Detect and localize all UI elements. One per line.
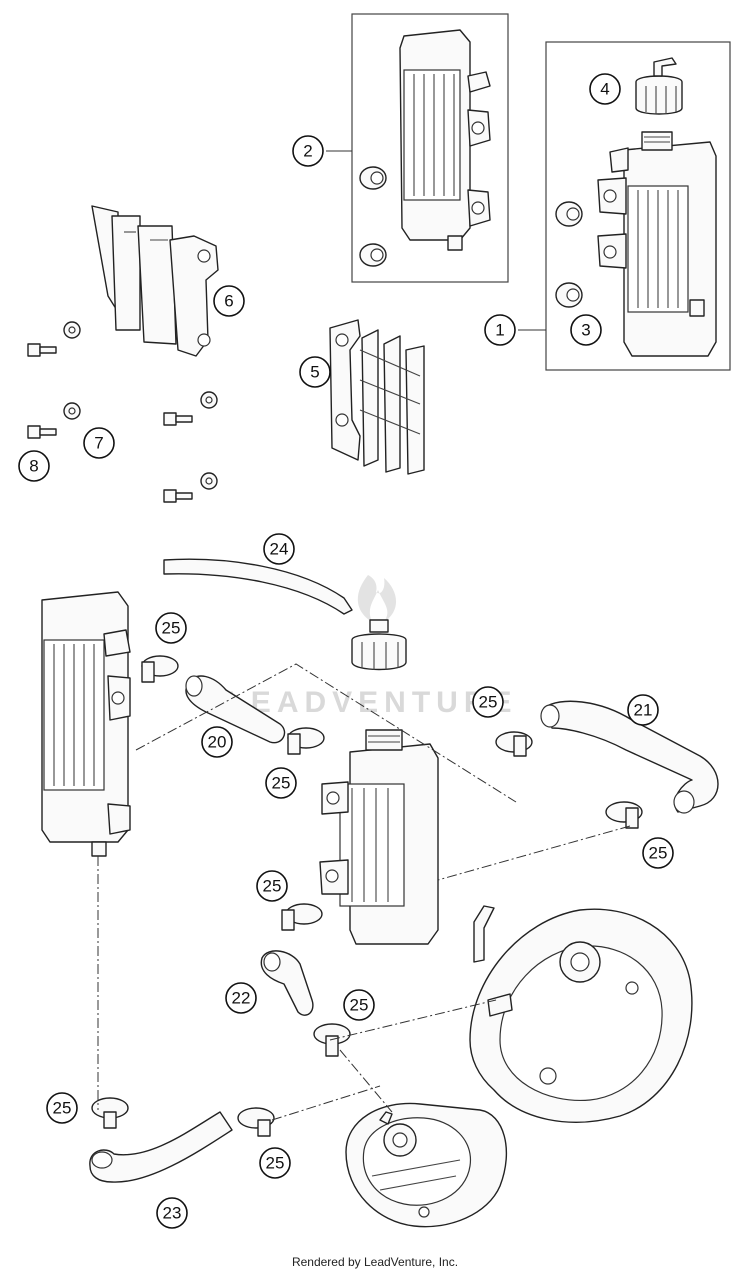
- callout-25-h[interactable]: 25: [259, 1147, 291, 1179]
- svg-text:2: 2: [303, 142, 312, 161]
- svg-text:8: 8: [29, 457, 38, 476]
- watermark: LEADVENTURE: [226, 575, 517, 719]
- louvre-part-5[interactable]: [329, 319, 425, 475]
- callout-25-b[interactable]: 25: [472, 686, 504, 718]
- svg-text:25: 25: [162, 619, 181, 638]
- bolt-1[interactable]: [27, 343, 57, 357]
- svg-text:25: 25: [272, 774, 291, 793]
- callout-24[interactable]: 24: [263, 533, 295, 565]
- svg-text:25: 25: [479, 693, 498, 712]
- clamp-5[interactable]: [281, 903, 323, 931]
- washer-2[interactable]: [63, 402, 81, 420]
- footer-credit: Rendered by LeadVenture, Inc.: [291, 1255, 459, 1269]
- svg-text:3: 3: [581, 321, 590, 340]
- grommet-lower-2[interactable]: [359, 243, 387, 267]
- part-1-box: [545, 41, 731, 371]
- callout-1[interactable]: 1: [484, 314, 516, 346]
- callout-3[interactable]: 3: [570, 314, 602, 346]
- washer-3[interactable]: [200, 391, 218, 409]
- bolt-2[interactable]: [27, 425, 57, 439]
- callout-20[interactable]: 20: [201, 726, 233, 758]
- callout-22[interactable]: 22: [225, 982, 257, 1014]
- cylinder-head[interactable]: [345, 1102, 508, 1228]
- clamp-2[interactable]: [287, 727, 325, 755]
- callout-7[interactable]: 7: [83, 427, 115, 459]
- bolt-3[interactable]: [163, 412, 193, 426]
- watermark-text: LEADVENTURE: [226, 686, 517, 719]
- hose-part-21[interactable]: [540, 700, 719, 814]
- grommet-lower-3[interactable]: [555, 282, 583, 308]
- hose-part-20[interactable]: [185, 675, 286, 744]
- svg-text:25: 25: [53, 1099, 72, 1118]
- callout-2[interactable]: 2: [292, 135, 324, 167]
- callout-25-d[interactable]: 25: [642, 837, 674, 869]
- svg-text:22: 22: [232, 989, 251, 1008]
- svg-text:25: 25: [350, 996, 369, 1015]
- callout-23[interactable]: 23: [156, 1197, 188, 1229]
- svg-text:21: 21: [634, 701, 653, 720]
- washer-4[interactable]: [200, 472, 218, 490]
- callout-4[interactable]: 4: [589, 73, 621, 105]
- hose-part-23[interactable]: [89, 1111, 233, 1183]
- radiator-left-lower[interactable]: [41, 591, 131, 857]
- overflow-hose-part-24[interactable]: [163, 558, 353, 615]
- bolt-4[interactable]: [163, 489, 193, 503]
- clamp-6[interactable]: [313, 1023, 351, 1057]
- callout-25-c[interactable]: 25: [265, 767, 297, 799]
- part-2-box: [351, 13, 509, 283]
- radiator-guard-part-6[interactable]: [91, 205, 219, 357]
- hose-part-22[interactable]: [260, 950, 314, 1016]
- svg-text:25: 25: [649, 844, 668, 863]
- radiator-cap-part-4[interactable]: [635, 57, 683, 115]
- callout-8[interactable]: 8: [18, 450, 50, 482]
- grommet-upper-3[interactable]: [555, 201, 583, 227]
- callout-25-a[interactable]: 25: [155, 612, 187, 644]
- callout-25-f[interactable]: 25: [343, 989, 375, 1021]
- svg-text:23: 23: [163, 1204, 182, 1223]
- svg-text:4: 4: [600, 80, 609, 99]
- svg-text:25: 25: [266, 1154, 285, 1173]
- clamp-8[interactable]: [237, 1107, 275, 1137]
- radiator-right-lower[interactable]: [319, 729, 439, 945]
- svg-text:1: 1: [495, 321, 504, 340]
- svg-text:20: 20: [208, 733, 227, 752]
- clamp-3[interactable]: [495, 731, 533, 757]
- clamp-7[interactable]: [91, 1097, 129, 1129]
- svg-text:6: 6: [224, 292, 233, 311]
- callout-21[interactable]: 21: [627, 694, 659, 726]
- grommet-upper-2[interactable]: [359, 166, 387, 190]
- radiator-cap-lower[interactable]: [351, 619, 407, 671]
- svg-text:7: 7: [94, 434, 103, 453]
- svg-text:24: 24: [270, 540, 289, 559]
- assembly-lines: [97, 663, 631, 1121]
- svg-text:5: 5: [310, 363, 319, 382]
- engine-cover[interactable]: [469, 905, 693, 1123]
- clamp-4[interactable]: [605, 801, 643, 829]
- radiator-part-2[interactable]: [399, 29, 491, 251]
- callout-25-e[interactable]: 25: [256, 870, 288, 902]
- callout-25-g[interactable]: 25: [46, 1092, 78, 1124]
- clamp-1[interactable]: [141, 655, 179, 683]
- svg-text:25: 25: [263, 877, 282, 896]
- radiator-part-1[interactable]: [597, 131, 717, 357]
- callout-5[interactable]: 5: [299, 356, 331, 388]
- callout-6[interactable]: 6: [213, 285, 245, 317]
- washer-1[interactable]: [63, 321, 81, 339]
